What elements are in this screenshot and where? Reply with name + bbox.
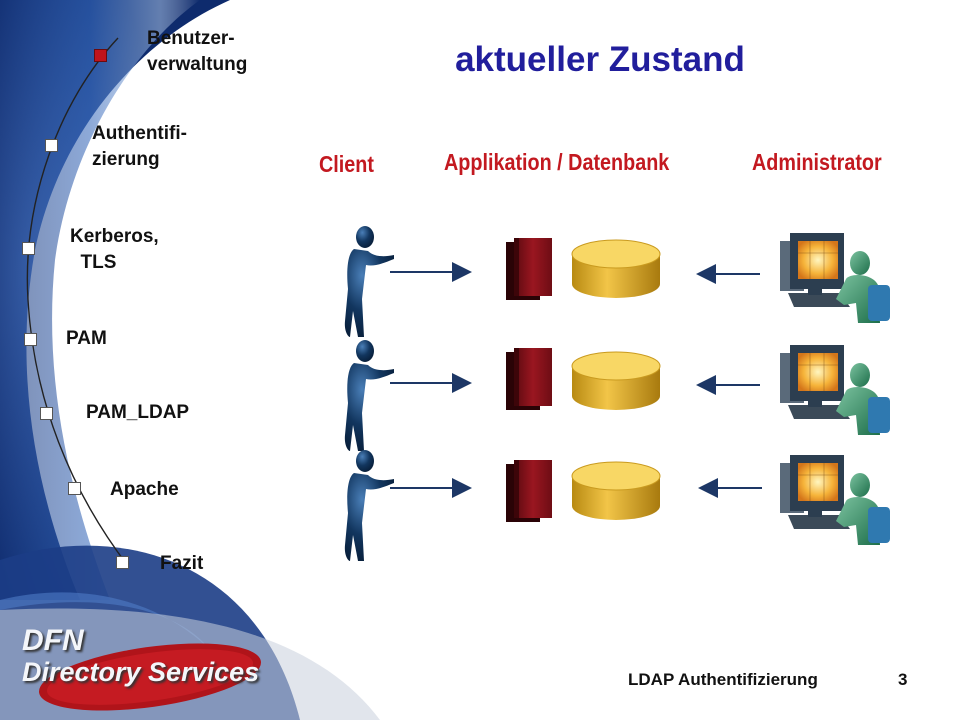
nav-marker bbox=[40, 407, 53, 420]
nav-label: PAM bbox=[66, 328, 107, 349]
nav-label: PAM_LDAP bbox=[86, 402, 190, 423]
slide-title: aktueller Zustand bbox=[455, 40, 745, 79]
nav-marker bbox=[45, 139, 58, 152]
nav-label: Kerberos, TLS bbox=[70, 226, 159, 273]
logo-line-directory-services: Directory Services bbox=[22, 657, 260, 687]
nav-marker bbox=[68, 482, 81, 495]
administrator-computer-icon bbox=[779, 232, 891, 324]
nav-marker bbox=[22, 242, 35, 255]
application-book-icon bbox=[506, 460, 552, 522]
client-person-icon bbox=[344, 226, 394, 337]
nav-marker bbox=[116, 556, 129, 569]
nav-marker bbox=[24, 333, 37, 346]
column-heading-administrator: Administrator bbox=[752, 149, 882, 175]
database-icon bbox=[571, 351, 661, 411]
nav-label: Fazit bbox=[160, 553, 204, 574]
client-person-icon bbox=[344, 340, 394, 451]
nav-label: Authentifi- zierung bbox=[92, 123, 187, 170]
column-heading-application: Applikation / Datenbank bbox=[444, 149, 670, 175]
database-icon bbox=[571, 239, 661, 299]
nav-marker-active bbox=[94, 49, 107, 62]
page-number: 3 bbox=[898, 670, 908, 689]
administrator-computer-icon bbox=[779, 344, 891, 436]
nav-label: Benutzer- verwaltung bbox=[147, 28, 248, 75]
client-person-icon bbox=[344, 450, 394, 561]
footer-title: LDAP Authentifizierung bbox=[628, 670, 818, 689]
column-heading-client: Client bbox=[319, 151, 374, 177]
nav-label: Apache bbox=[110, 479, 179, 500]
application-book-icon bbox=[506, 238, 552, 300]
architecture-diagram bbox=[344, 226, 891, 561]
database-icon bbox=[571, 461, 661, 521]
administrator-computer-icon bbox=[779, 454, 891, 546]
logo-line-dfn: DFN bbox=[22, 624, 84, 657]
dfn-logo: DFN Directory Services bbox=[22, 626, 259, 688]
application-book-icon bbox=[506, 348, 552, 410]
